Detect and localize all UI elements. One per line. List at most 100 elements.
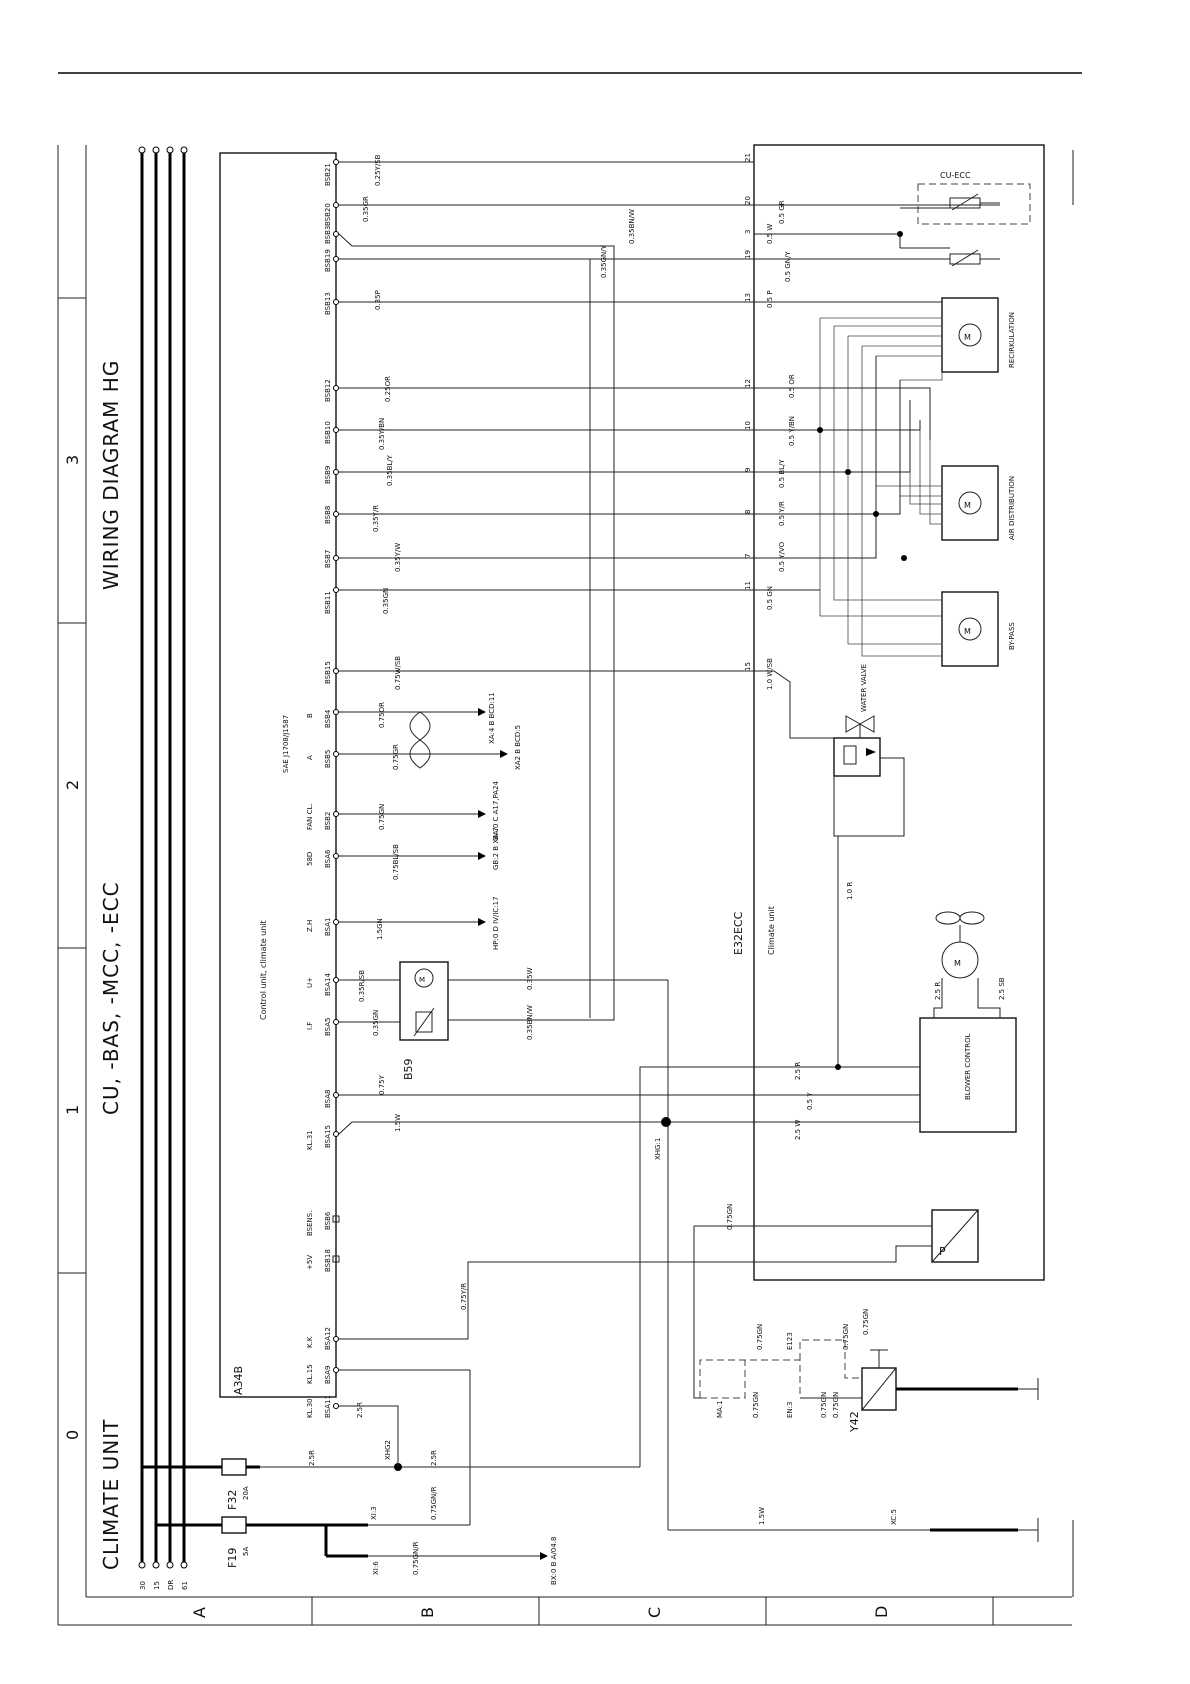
upper-pin: BSB10 0.35Y/BN 10 0.5 Y/BN bbox=[324, 416, 921, 450]
motor-recirculation: M bbox=[941, 297, 999, 373]
svg-text:K.K: K.K bbox=[306, 1336, 314, 1348]
svg-text:M: M bbox=[419, 976, 425, 984]
sensor-label: P bbox=[939, 1245, 946, 1258]
fuse-f32-rating: 20A bbox=[242, 1486, 250, 1500]
mid-pin: BSA5 I.F 0.35GN bbox=[306, 1010, 400, 1036]
junction bbox=[817, 427, 823, 433]
lower-pin: BSA8 0.75Y bbox=[324, 1074, 754, 1108]
svg-text:0.5 P: 0.5 P bbox=[766, 290, 774, 308]
upper-pin: BSB11 0.35GN 11 0.5 GN bbox=[324, 581, 820, 614]
wire-blower-6: 2.5 R bbox=[794, 1062, 802, 1080]
svg-text:0.35BN/W: 0.35BN/W bbox=[628, 209, 636, 244]
upper-pin: BSB9 0.35BL/Y 9 0.5 BL/Y bbox=[324, 400, 911, 488]
svg-text:BSB3: BSB3 bbox=[324, 226, 332, 244]
conn-xi6: XI:6 bbox=[372, 1561, 380, 1575]
svg-text:BSA15: BSA15 bbox=[324, 1125, 332, 1148]
svg-text:BSA8: BSA8 bbox=[324, 1090, 332, 1109]
svg-text:0.75Y: 0.75Y bbox=[378, 1074, 386, 1095]
conn-e123: E123 bbox=[786, 1332, 794, 1350]
svg-text:KL.15: KL.15 bbox=[306, 1364, 314, 1384]
svg-text:BSB6: BSB6 bbox=[324, 1211, 332, 1230]
fan-symbol bbox=[409, 711, 431, 769]
wire-b59-out1: 0.35W bbox=[526, 967, 534, 990]
optional-wiring bbox=[693, 1225, 862, 1399]
svg-text:BSA5: BSA5 bbox=[324, 1018, 332, 1037]
e32ecc-id: E32ECC bbox=[732, 911, 745, 955]
svg-text:KL.31: KL.31 bbox=[306, 1130, 314, 1150]
svg-text:7: 7 bbox=[744, 554, 752, 558]
upper-pin: BSB7 0.35Y/W 7 0.5 Y/VO bbox=[324, 356, 877, 572]
svg-text:0.35GR: 0.35GR bbox=[362, 196, 370, 222]
motor-air-distribution: M bbox=[941, 465, 999, 541]
svg-text:0.75GR: 0.75GR bbox=[392, 744, 400, 770]
svg-text:0.5 W: 0.5 W bbox=[766, 224, 774, 244]
motor-bypass: M bbox=[941, 591, 999, 667]
title-section: CLIMATE UNIT bbox=[99, 1419, 123, 1570]
blower-wiring bbox=[639, 836, 932, 1467]
svg-text:+5V: +5V bbox=[306, 1255, 314, 1270]
e32ecc-name: Climate unit bbox=[767, 906, 776, 955]
svg-text:1.0 W/SB: 1.0 W/SB bbox=[766, 658, 774, 690]
lower-pin: BSB6 BSENS. bbox=[306, 1211, 340, 1236]
svg-text:BSA6: BSA6 bbox=[324, 849, 332, 868]
svg-text:0.5 Y/BN: 0.5 Y/BN bbox=[788, 416, 796, 446]
col-label-0: 0 bbox=[63, 1430, 82, 1440]
svg-text:20: 20 bbox=[744, 196, 752, 205]
svg-text:0.35Y/R: 0.35Y/R bbox=[372, 505, 380, 532]
svg-text:0.25Y/SB: 0.25Y/SB bbox=[374, 154, 382, 186]
wire-b59-out2: 0.35BN/W bbox=[526, 1005, 534, 1040]
wire-motor-pos: 2.5 R bbox=[934, 982, 942, 1000]
climate-unit-e32ecc bbox=[753, 144, 1045, 1281]
svg-text:0.35GN: 0.35GN bbox=[372, 1010, 380, 1036]
svg-text:BSB18: BSB18 bbox=[324, 1249, 332, 1272]
sae-label: SAE J1708/J1587 bbox=[282, 715, 290, 773]
svg-text:13: 13 bbox=[744, 293, 752, 302]
svg-text:BSA11: BSA11 bbox=[324, 1395, 332, 1418]
b59-label: B59 bbox=[402, 1058, 415, 1080]
svg-text:FAN CL.: FAN CL. bbox=[306, 803, 314, 830]
svg-text:0.5 GN/Y: 0.5 GN/Y bbox=[784, 251, 792, 282]
lower-pin: BSA9 KL.15 bbox=[306, 1364, 339, 1384]
svg-text:0.35GN: 0.35GN bbox=[382, 588, 390, 614]
svg-text:8: 8 bbox=[744, 510, 752, 514]
svg-text:GB:2 B XA:7: GB:2 B XA:7 bbox=[492, 827, 500, 870]
fuse-f19-id: F19 bbox=[226, 1548, 239, 1568]
svg-text:0.35GN/Y: 0.35GN/Y bbox=[600, 244, 608, 278]
water-valve-label: WATER VALVE bbox=[860, 664, 868, 712]
conn-en3: EN:3 bbox=[786, 1402, 794, 1418]
fuse-f32-id: F32 bbox=[226, 1490, 239, 1510]
wire-xc5: 1.5W bbox=[758, 1507, 766, 1525]
svg-text:11: 11 bbox=[744, 581, 752, 590]
svg-text:2.5R: 2.5R bbox=[356, 1402, 364, 1418]
title-diagram: WIRING DIAGRAM HG bbox=[99, 360, 123, 590]
svg-text:BSB4: BSB4 bbox=[324, 709, 332, 728]
fuse-f19-rating: 5A bbox=[242, 1547, 250, 1556]
svg-text:0.75BL/SB: 0.75BL/SB bbox=[392, 844, 400, 880]
svg-text:HP:0 D IV/IC:17: HP:0 D IV/IC:17 bbox=[492, 896, 500, 950]
cu-ecc-label: CU-ECC bbox=[940, 171, 971, 180]
svg-text:0.75Y/R: 0.75Y/R bbox=[460, 1283, 468, 1310]
xc5-wire bbox=[448, 979, 1039, 1542]
svg-text:1.5W: 1.5W bbox=[394, 1114, 402, 1132]
upper-pin: BSB3 0.35BN/W 3 0.5 W bbox=[324, 209, 900, 1021]
upper-pin: BSB15 0.75W/SB 15 1.0 W/SB bbox=[324, 656, 834, 739]
svg-text:BSB10: BSB10 bbox=[324, 421, 332, 444]
wire-y42: 0.75GN bbox=[820, 1392, 828, 1418]
svg-text:BSB11: BSB11 bbox=[324, 591, 332, 614]
svg-text:1.5GN: 1.5GN bbox=[376, 918, 384, 940]
conn-xc5: XC:5 bbox=[890, 1509, 898, 1525]
wire-blower-5: 0.5 Y bbox=[806, 1092, 814, 1110]
wire-motor-neg: 2.5 SB bbox=[998, 977, 1006, 1000]
upper-pin: BSB19 0.35GN/Y 19 0.5 GN/Y bbox=[324, 244, 950, 1018]
cu-ecc-box bbox=[917, 183, 1031, 225]
a34b-id: A34B bbox=[232, 1366, 245, 1395]
svg-text:0.25OR: 0.25OR bbox=[384, 376, 392, 402]
mid-pin-group: BSB4 B 0.75OR XA:4 B BCD:11 BSB5 A 0.75G… bbox=[306, 692, 522, 1036]
svg-text:BSA12: BSA12 bbox=[324, 1327, 332, 1350]
wire-xi6: 0.75GN/R bbox=[412, 1541, 420, 1575]
svg-text:9: 9 bbox=[744, 468, 752, 472]
svg-text:15: 15 bbox=[744, 662, 752, 671]
rail-61: 61 bbox=[181, 1581, 189, 1590]
mid-pin: BSA14 U+ 0.35R/SB bbox=[306, 970, 400, 1002]
upper-pin: BSB12 0.25OR 12 0.5 OR bbox=[324, 374, 931, 440]
